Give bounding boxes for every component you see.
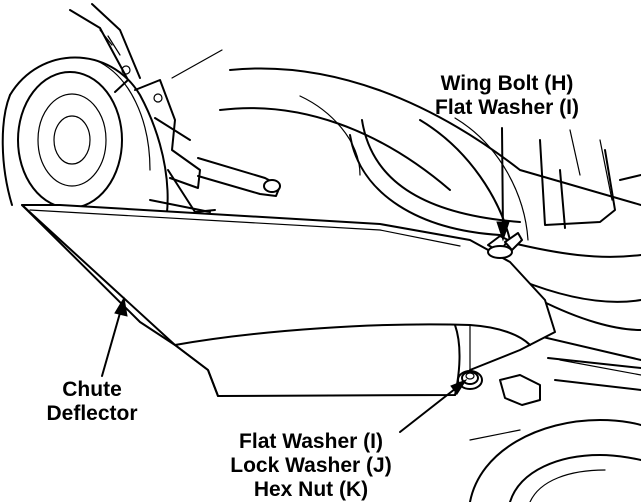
callout-line: Deflector [46, 402, 138, 425]
wing-bolt [487, 232, 523, 259]
height-adjust-lever [69, 3, 281, 213]
chute-deflector-plate [21, 204, 556, 397]
chute-deflector-callout: Chute Deflector [22, 378, 162, 426]
front-wheel-right [469, 419, 641, 502]
hex-nut-stack [457, 370, 483, 390]
callout-line: Flat Washer (I) [239, 430, 383, 453]
callout-line: Wing Bolt (H) [440, 72, 574, 95]
hardware-stack-callout: Flat Washer (I) Lock Washer (J) Hex Nut … [196, 430, 426, 502]
wing-bolt-callout: Wing Bolt (H) Flat Washer (I) [402, 72, 612, 120]
callout-arrows [101, 127, 510, 433]
callout-line: Chute [62, 378, 122, 401]
callout-line: Hex Nut (K) [253, 478, 369, 501]
callout-line: Flat Washer (I) [435, 96, 579, 119]
callout-line: Lock Washer (J) [230, 454, 392, 477]
